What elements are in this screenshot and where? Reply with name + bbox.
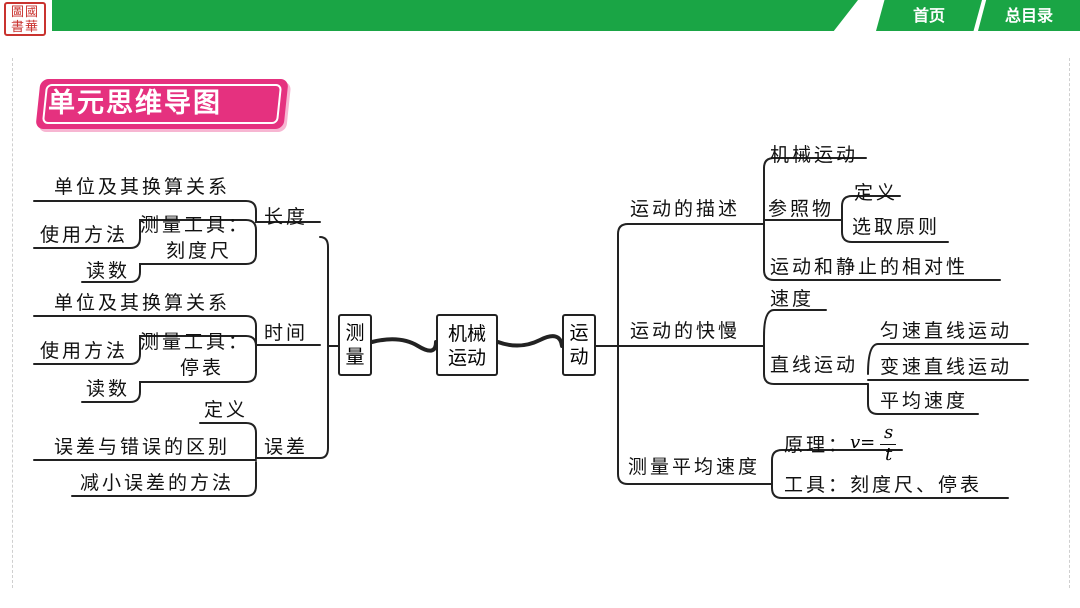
- length-tool-line2: 刻度尺: [166, 240, 233, 262]
- error-def-branch: [199, 422, 321, 459]
- bridge-left: [370, 337, 438, 353]
- measure-tools: 工具：刻度尺、停表: [784, 474, 983, 496]
- speed-v-branch: [763, 309, 827, 337]
- ref-sub: [841, 195, 949, 243]
- length-label: 长度: [264, 206, 309, 228]
- time-branch: [33, 315, 321, 346]
- length-tool-branch: [33, 219, 257, 283]
- length-tool-line1: 测量工具：: [140, 214, 251, 236]
- measure-principle: 原理：: [784, 434, 851, 456]
- formula-bar: [880, 444, 896, 445]
- unit-title: 单元思维导图: [48, 88, 222, 119]
- speed-avg: 平均速度: [880, 390, 969, 412]
- home-button[interactable]: 首页: [876, 0, 982, 31]
- time-read: 读数: [86, 378, 131, 400]
- root-node-motion: 运动: [562, 314, 596, 376]
- error-label: 误差: [264, 436, 309, 458]
- formula-denominator: t: [885, 444, 893, 465]
- formula-v: v=: [850, 432, 876, 453]
- time-tool-branch: [33, 335, 257, 403]
- length-read: 读数: [86, 260, 131, 282]
- error-reduce: 减小误差的方法: [80, 472, 235, 494]
- desc-choose: 选取原则: [852, 216, 941, 238]
- measure-tools-line: [771, 483, 1009, 499]
- desc-sub: [763, 157, 867, 169]
- publisher-logo: 圖國書華: [4, 2, 46, 36]
- time-use: 使用方法: [40, 340, 129, 362]
- speed-line-branch: [763, 335, 869, 385]
- measure-sub: [771, 449, 903, 485]
- desc-ref: 参照物: [768, 198, 835, 220]
- content-frame: [12, 58, 1070, 588]
- left-trunk: [319, 236, 329, 459]
- root-node-measure: 测量: [338, 314, 372, 376]
- error-def: 定义: [204, 399, 249, 421]
- error-diff: 误差与错误的区别: [54, 436, 231, 458]
- right-trunk: [617, 223, 773, 485]
- desc-def: 定义: [854, 182, 899, 204]
- speed-label: 运动的快慢: [630, 320, 741, 342]
- desc-sub-trunk: [763, 167, 1001, 281]
- speed-variable: 变速直线运动: [880, 356, 1013, 378]
- time-label: 时间: [264, 322, 309, 344]
- header-band: [52, 0, 858, 31]
- time-unit: 单位及其换算关系: [54, 292, 231, 314]
- speed-uniform: 匀速直线运动: [880, 320, 1013, 342]
- length-use: 使用方法: [40, 224, 129, 246]
- desc-rel: 运动和静止的相对性: [770, 256, 969, 278]
- desc-label: 运动的描述: [630, 198, 741, 220]
- length-unit: 单位及其换算关系: [54, 176, 231, 198]
- desc-mech: 机械运动: [770, 144, 859, 166]
- measure-label: 测量平均速度: [628, 456, 761, 478]
- length-branch: [33, 200, 321, 223]
- speed-line: 直线运动: [770, 354, 859, 376]
- top-bar: 圖國書華 首页 总目录: [0, 0, 1080, 40]
- formula-numerator: s: [884, 422, 894, 443]
- bridge-right: [496, 334, 564, 348]
- time-tool-line1: 测量工具：: [140, 331, 251, 353]
- speed-v: 速度: [770, 288, 815, 310]
- error-reduce-branch: [71, 461, 257, 497]
- line-sub: [867, 343, 1029, 415]
- table-of-contents-button[interactable]: 总目录: [978, 0, 1080, 31]
- time-tool-line2: 停表: [180, 357, 225, 379]
- center-node: 机械运动: [436, 314, 498, 376]
